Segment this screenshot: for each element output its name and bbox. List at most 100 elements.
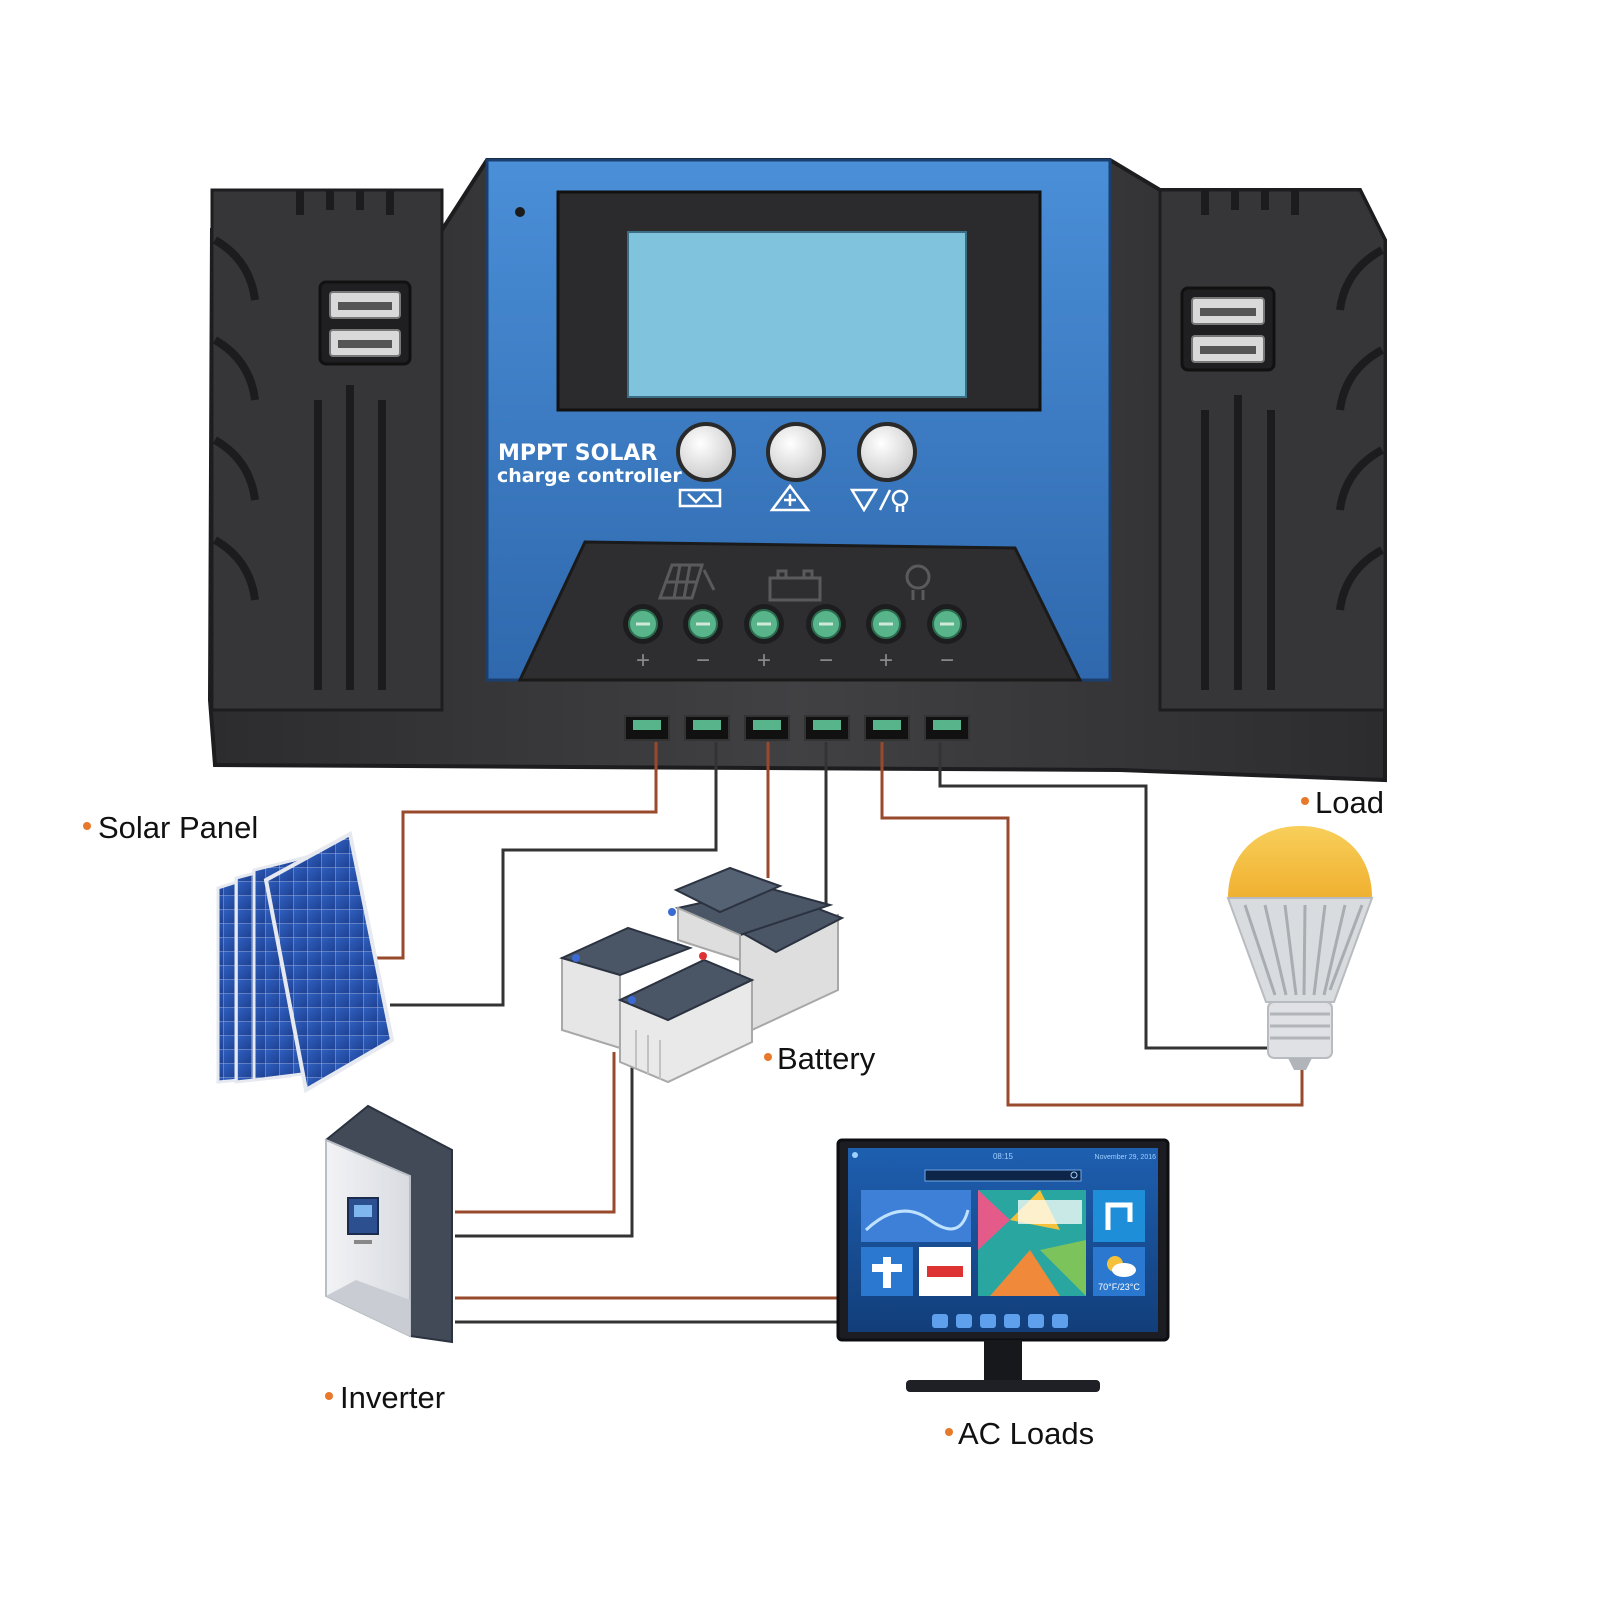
polarity-sign: − bbox=[819, 647, 833, 674]
up-icon bbox=[769, 483, 811, 512]
tile-music bbox=[1093, 1190, 1145, 1242]
component-labels: Solar Panel Load Battery Inverter AC Loa… bbox=[83, 785, 1384, 1451]
terminal-2 bbox=[683, 604, 723, 644]
monitor-neck bbox=[984, 1340, 1022, 1382]
solar-panel-front bbox=[263, 830, 395, 1094]
wire-solar-positive bbox=[372, 742, 658, 960]
usb-port-left bbox=[318, 280, 412, 366]
usb-port-right bbox=[1180, 286, 1276, 372]
inverter bbox=[324, 1104, 453, 1344]
lightbulb-icon bbox=[905, 564, 931, 600]
terminal-1 bbox=[623, 604, 663, 644]
terminal-6 bbox=[927, 604, 967, 644]
polarity-sign: − bbox=[940, 647, 954, 674]
tile-chart-wave bbox=[864, 1209, 970, 1232]
menu-button[interactable] bbox=[676, 422, 736, 482]
polarity-sign: + bbox=[636, 647, 650, 674]
label-load: Load bbox=[1315, 785, 1384, 820]
monitor: 08:15 November 29, 2016 70°F/23°C bbox=[836, 1138, 1170, 1392]
music-dock-icon bbox=[1052, 1314, 1068, 1328]
heatsink-fins bbox=[1243, 904, 1364, 996]
solar-panel-icon bbox=[657, 563, 716, 600]
bulb-threads bbox=[1270, 1012, 1330, 1040]
bullet-icon bbox=[945, 1428, 953, 1436]
inverter-lower-panel bbox=[326, 1280, 410, 1336]
polarity-sign: + bbox=[879, 647, 893, 674]
button-icons bbox=[678, 483, 909, 513]
lcd-screen bbox=[627, 231, 967, 398]
lock-icon bbox=[1004, 1314, 1020, 1328]
left-wing-grooves bbox=[212, 190, 394, 690]
wire-load-negative bbox=[938, 742, 1268, 1050]
weather-cloud-icon bbox=[1112, 1263, 1136, 1277]
menu-icon-glyph bbox=[687, 492, 713, 504]
bulb-small-base-icon bbox=[895, 506, 905, 512]
plus-icon bbox=[784, 494, 796, 506]
battery-unit bbox=[617, 952, 755, 1084]
lightbulb bbox=[1226, 826, 1374, 1070]
screen-search-bar bbox=[924, 1169, 1082, 1182]
bullet-icon bbox=[83, 822, 91, 830]
polarity-sign: + bbox=[757, 647, 771, 674]
bullet-icon bbox=[1301, 797, 1309, 805]
wire-inverter-negative bbox=[455, 1062, 634, 1238]
down-load-button[interactable] bbox=[857, 422, 917, 482]
polarity-labels: + − + − + − bbox=[636, 647, 954, 674]
battery-unit bbox=[559, 908, 693, 1050]
terminal-3 bbox=[744, 604, 784, 644]
terminal-icons bbox=[657, 563, 931, 602]
menu-icon bbox=[678, 488, 722, 508]
wire-solar-negative bbox=[390, 742, 718, 1007]
wifi-icon bbox=[852, 1152, 858, 1158]
indicator-led bbox=[515, 207, 525, 217]
down-icon bbox=[849, 488, 879, 513]
terminal-5 bbox=[866, 604, 906, 644]
bulb-small-icon bbox=[891, 489, 909, 507]
bulb-tip bbox=[1288, 1058, 1312, 1070]
label-ac-loads: AC Loads bbox=[958, 1416, 1094, 1451]
bulb-base bbox=[1267, 1001, 1333, 1059]
terminal-screws bbox=[623, 604, 967, 644]
wire-inverter-positive bbox=[455, 1052, 616, 1214]
home-icon bbox=[932, 1314, 948, 1328]
label-solar-panel: Solar Panel bbox=[98, 810, 258, 845]
chat-icon bbox=[980, 1314, 996, 1328]
plus-tile-icon bbox=[872, 1257, 902, 1288]
wire-entry-slots bbox=[624, 715, 970, 741]
charge-controller: MPPT SOLAR charge controller bbox=[207, 158, 1387, 783]
up-button[interactable] bbox=[766, 422, 826, 482]
screen-dock bbox=[932, 1314, 1068, 1328]
screen-date: November 29, 2016 bbox=[1095, 1154, 1157, 1161]
bulb-heatsink bbox=[1226, 897, 1374, 1003]
slash-icon bbox=[878, 489, 892, 511]
inverter-display bbox=[347, 1197, 379, 1235]
right-wing-grooves bbox=[1201, 190, 1384, 690]
label-battery: Battery bbox=[777, 1041, 876, 1076]
brand-title: MPPT SOLAR bbox=[498, 441, 657, 466]
folder-icon bbox=[956, 1314, 972, 1328]
tile-mosaic-bar bbox=[1018, 1200, 1082, 1224]
weather-temp: 70°F/23°C bbox=[1098, 1282, 1140, 1292]
monitor-foot bbox=[906, 1380, 1100, 1392]
battery-icon bbox=[768, 569, 822, 602]
terminal-4 bbox=[806, 604, 846, 644]
settings-icon bbox=[1028, 1314, 1044, 1328]
bulb-cap bbox=[1228, 826, 1372, 898]
brand-subtitle: charge controller bbox=[497, 465, 682, 487]
wiring bbox=[372, 742, 1304, 1324]
screen-time: 08:15 bbox=[993, 1152, 1014, 1161]
screen-search-icon bbox=[1070, 1171, 1078, 1179]
battery-bank bbox=[559, 866, 845, 1084]
battery-unit bbox=[673, 866, 834, 962]
inverter-button-row bbox=[354, 1240, 372, 1244]
terminal-block bbox=[517, 540, 1083, 682]
inverter-display-screen bbox=[354, 1205, 372, 1217]
tile-chart bbox=[861, 1190, 971, 1242]
bullet-icon bbox=[325, 1392, 333, 1400]
solar-panels bbox=[216, 830, 395, 1094]
label-inverter: Inverter bbox=[340, 1380, 445, 1415]
polarity-sign: − bbox=[696, 647, 710, 674]
music-icon bbox=[1105, 1202, 1133, 1230]
